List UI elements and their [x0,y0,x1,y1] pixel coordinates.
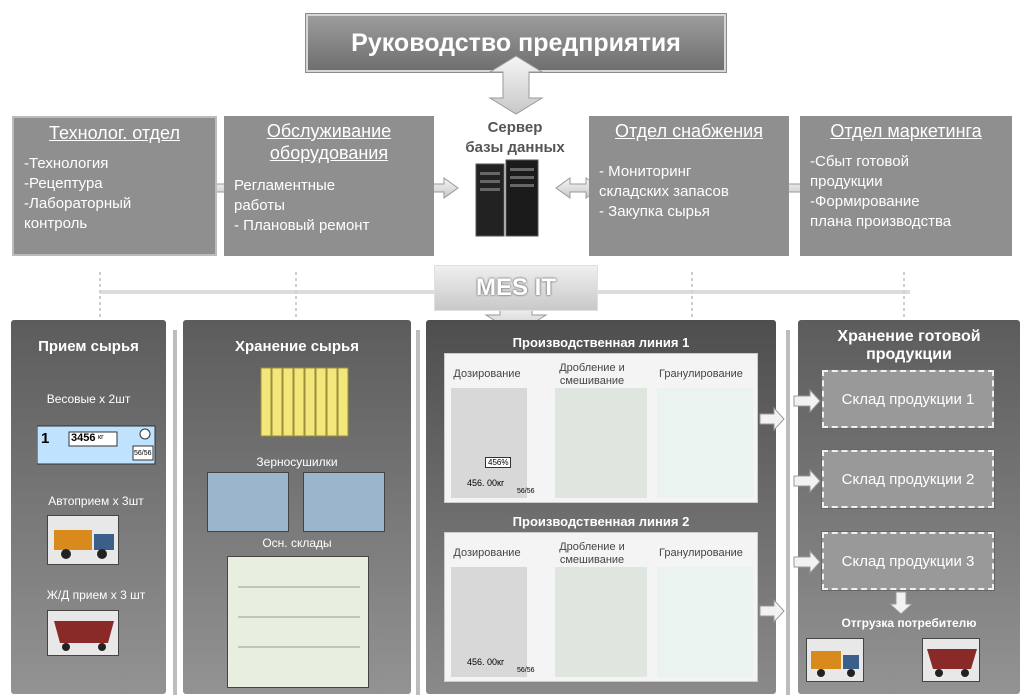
dosing-percent: 456% [485,457,512,468]
mes-it-label: MES IT [475,274,556,301]
line1-title: Производственная линия 1 [512,335,690,350]
scales-label: Весовые х 2шт [46,392,131,406]
scale-frac: 56/56 [134,450,152,457]
dosing-label: Дозирование [453,368,521,380]
granulation-scheme [657,388,753,498]
server-icon [475,159,539,237]
dept-line: -Лабораторный [24,195,132,212]
dept-line: Регламентные [234,177,336,194]
finished-title: Хранение готовой продукции [837,328,981,363]
granulation-label: Гранулирование [659,547,743,559]
scale-value: 3456 [71,432,96,444]
dosing-label: Дозирование [453,547,521,559]
dryer-image-2 [303,472,385,532]
dept-technology-title: Технолог. отдел [49,123,180,143]
warehouses-label: Осн. склады [262,536,332,550]
auto-intake-label: Автоприем х 3шт [48,494,144,508]
dept-supply: Отдел снабжения - Мониторинг складских з… [589,116,789,256]
dosing-scheme [451,567,527,677]
scale-number: 1 [41,430,50,447]
truck-icon [54,530,114,559]
dosing-weight: 456. 00кг [467,478,505,488]
rail-intake-label: Ж/Д прием х 3 шт [46,588,146,602]
dept-line: - Мониторинг [599,163,692,180]
panel-production: Производственная линия 1 Дозирование Дро… [426,320,776,694]
separator-3 [786,330,790,695]
dryer-image-1 [207,472,289,532]
granulation-label: Гранулирование [659,368,743,380]
production-line-2: Дозирование Дробление и смешивание Грану… [444,532,758,682]
scale-unit: кг [98,434,104,441]
crushing-label-2: смешивание [559,554,625,566]
crushing-label-1: Дробление и [559,541,625,553]
dept-line: - Закупка сырья [599,203,710,220]
dept-line: -Технология [24,155,109,172]
dept-line: продукции [810,173,883,190]
arrow-mgmt-server [488,55,544,115]
dept-maintenance: Обслуживание оборудования Регламентные р… [224,116,434,256]
server-label: Сервер базы данных [450,118,580,158]
dept-marketing: Отдел маркетинга -Сбыт готовой продукции… [800,116,1012,256]
raw-storage-title: Хранение сырья [235,338,359,355]
railcar-image [47,610,119,656]
dept-line: складских запасов [599,183,729,200]
warehouse-grid-icon [238,586,360,648]
dept-line: -Рецептура [24,175,103,192]
dryers-label: Зерносушилки [256,455,338,469]
crushing-scheme [555,388,647,498]
warehouses-scheme [227,556,369,688]
panel-raw-storage: Хранение сырья Зерносушилки Осн. склады [183,320,411,694]
dosing-frac: 56/56 [517,488,535,495]
railcar-icon [54,621,114,651]
shipment-truck-image [806,638,864,682]
truck-icon [811,651,859,677]
scale-icon [37,425,156,465]
granulation-scheme [657,567,753,677]
railcar-icon [927,649,977,677]
crushing-label-2: смешивание [559,375,625,387]
dept-line: - Плановый ремонт [234,217,370,234]
shipment-label: Отгрузка потребителю [841,616,977,630]
separator-2 [416,330,420,695]
truck-image [47,515,119,565]
server-label-line2: базы данных [465,139,565,156]
dept-line: плана производства [810,213,952,230]
shipment-railcar-image [922,638,980,682]
dept-line: контроль [24,215,88,232]
production-line-1: Дозирование Дробление и смешивание Грану… [444,353,758,503]
mes-it-bar: MES IT [434,265,598,311]
crushing-label-1: Дробление и [559,362,625,374]
dosing-scheme [451,388,527,498]
dept-technology: Технолог. отдел -Технология -Рецептура -… [12,116,217,256]
dept-line: -Формирование [810,193,920,210]
dept-supply-title: Отдел снабжения [615,121,763,141]
dosing-weight: 456. 00кг [467,657,505,667]
line2-title: Производственная линия 2 [512,514,690,529]
product-warehouse-2: Склад продукции 2 [821,449,995,509]
product-warehouse-1: Склад продукции 1 [821,369,995,429]
dept-line: работы [234,197,285,214]
dept-line: -Сбыт готовой [810,153,909,170]
panel-raw-intake: Прием сырья Весовые х 2шт 1 3456 кг 56/5… [11,320,166,694]
server-label-line1: Сервер [487,119,543,136]
dept-marketing-title: Отдел маркетинга [830,121,982,141]
raw-intake-title: Прием сырья [38,338,139,355]
management-title: Руководство предприятия [351,28,681,57]
panel-finished-storage: Хранение готовой продукции Склад продукц… [798,320,1020,694]
crushing-scheme [555,567,647,677]
product-warehouse-3: Склад продукции 3 [821,531,995,591]
dept-maintenance-title: Обслуживание оборудования [266,121,392,163]
separator-1 [173,330,177,695]
silos-icon [260,367,349,437]
dosing-frac: 56/56 [517,667,535,674]
bus-drops [99,272,905,318]
